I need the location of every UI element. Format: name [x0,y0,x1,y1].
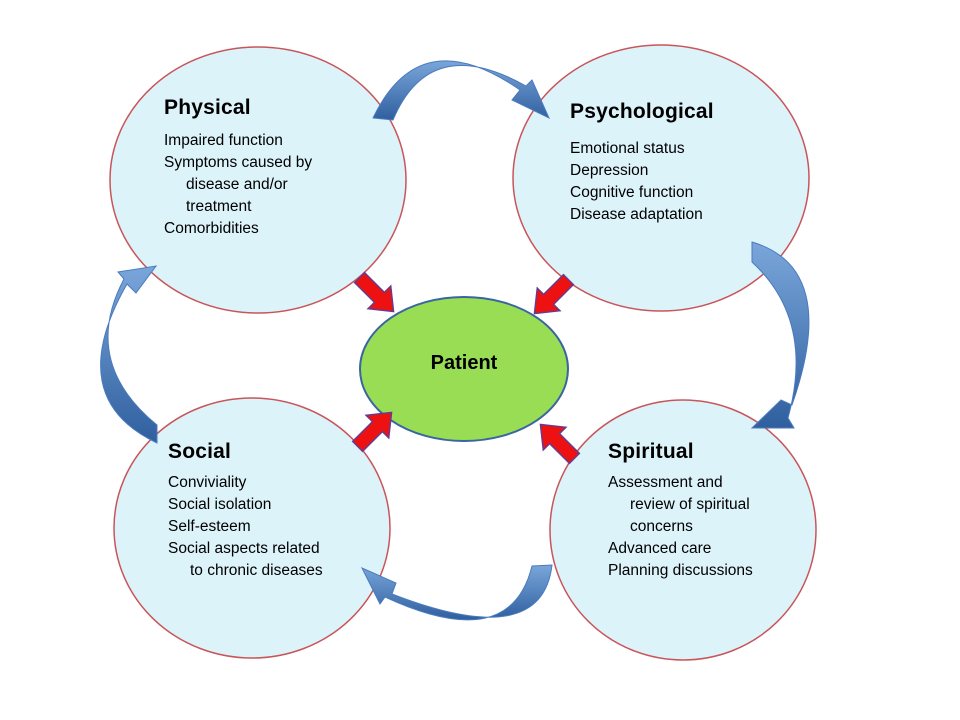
physical-item: disease and/or [186,176,288,193]
spiritual-circle [549,399,817,661]
psychological-item: Disease adaptation [570,206,703,223]
physical-item: Impaired function [164,132,283,149]
spiritual-item: review of spiritual [630,496,750,513]
physical-circle [109,46,407,314]
cycle-arrow-social-to-physical [100,265,158,444]
social-panel: Social Conviviality Social isolation Sel… [168,440,323,582]
physical-panel: Physical Impaired function Symptoms caus… [164,96,312,240]
physical-list: Impaired function Symptoms caused by dis… [164,130,312,240]
psychological-circle [512,44,810,312]
cycle-arrow-spiritual-to-social [360,564,553,621]
social-item: Conviviality [168,474,247,491]
social-item: to chronic diseases [190,562,323,579]
physical-item: Comorbidities [164,220,259,237]
psychological-panel: Psychological Emotional status Depressio… [570,100,714,226]
psychological-item: Emotional status [570,140,685,157]
inward-arrow-social [351,411,393,453]
social-list: Conviviality Social isolation Self-estee… [168,472,323,582]
spiritual-item: concerns [630,518,693,535]
spiritual-list: Assessment and review of spiritual conce… [608,472,753,582]
psychological-item: Depression [570,162,649,179]
psychological-title: Psychological [570,100,714,123]
inward-arrow-spiritual [539,423,581,465]
social-item: Self-esteem [168,518,251,535]
patient-label: Patient [430,352,498,374]
social-item: Social isolation [168,496,272,513]
spiritual-title: Spiritual [608,440,694,463]
spiritual-item: Assessment and [608,474,723,491]
spiritual-item: Advanced care [608,540,712,557]
spiritual-item: Planning discussions [608,562,753,579]
cycle-arrow-psychological-to-spiritual [750,241,810,429]
psychological-item: Cognitive function [570,184,694,201]
social-circle [113,397,391,659]
cycle-arrow-physical-to-psychological [372,60,551,121]
inward-arrow-psychological [533,273,575,315]
physical-item: treatment [186,198,252,215]
physical-title: Physical [164,96,251,119]
physical-item: Symptoms caused by [164,154,313,171]
patient-ellipse [359,296,569,442]
spiritual-panel: Spiritual Assessment and review of spiri… [608,440,753,582]
inward-arrow-physical [353,271,395,313]
social-item: Social aspects related [168,540,320,557]
social-title: Social [168,440,232,463]
psychological-list: Emotional status Depression Cognitive fu… [570,138,714,226]
